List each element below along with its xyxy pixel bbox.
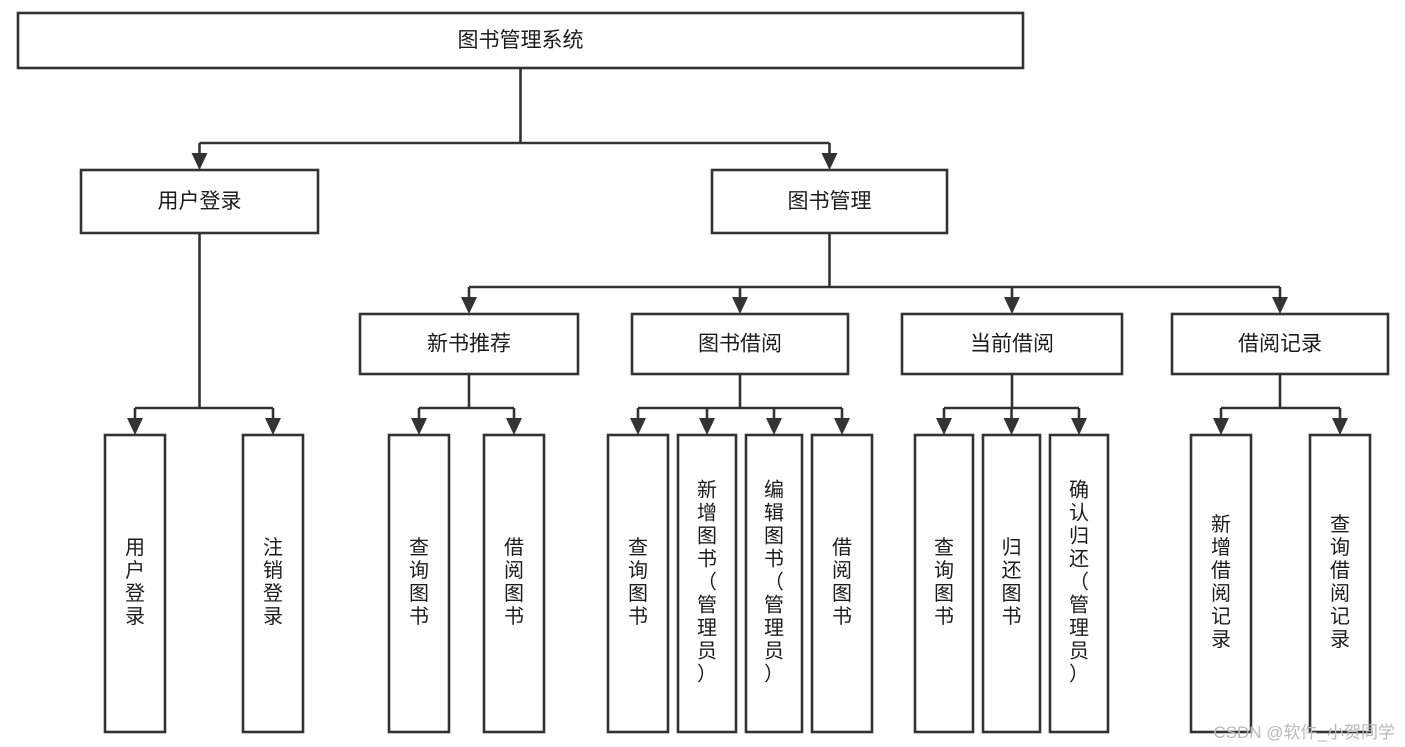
arrow-head-icon — [411, 418, 427, 435]
node-label-leaf13: 查询借阅记录 — [1330, 513, 1350, 651]
node-leaf13[interactable]: 查询借阅记录 — [1308, 433, 1372, 734]
node-box-leaf7 — [744, 433, 804, 734]
arrow-head-icon — [766, 418, 782, 435]
node-label-leaf6: 新增图书（管理员） — [697, 479, 717, 686]
node-box-records — [1170, 312, 1390, 376]
node-box-leaf3 — [387, 433, 451, 734]
node-leaf3[interactable]: 查询图书 — [387, 433, 451, 734]
node-leaf6[interactable]: 新增图书（管理员） — [676, 433, 738, 734]
arrow-head-icon — [1004, 297, 1020, 314]
arrow-head-icon — [506, 418, 522, 435]
connector-layer — [127, 68, 1348, 435]
arrow-head-icon — [936, 418, 952, 435]
arrow-head-icon — [127, 418, 143, 435]
arrow-head-icon — [1213, 418, 1229, 435]
arrow-head-icon — [1272, 297, 1288, 314]
node-box-borrow — [630, 312, 850, 376]
arrow-head-icon — [1003, 418, 1020, 435]
node-label-leaf11: 确认归还（管理员） — [1069, 479, 1089, 686]
node-leaf12[interactable]: 新增借阅记录 — [1189, 433, 1253, 734]
node-box-leaf8 — [810, 433, 874, 734]
node-leaf11[interactable]: 确认归还（管理员） — [1048, 433, 1110, 734]
node-label-bookmgmt: 图书管理 — [788, 190, 872, 213]
node-label-leaf5: 查询图书 — [628, 536, 648, 628]
node-leaf10[interactable]: 归还图书 — [981, 433, 1042, 734]
node-bookmgmt[interactable]: 图书管理 — [710, 168, 949, 235]
node-leaf5[interactable]: 查询图书 — [606, 433, 670, 734]
node-label-leaf9: 查询图书 — [934, 536, 954, 628]
node-box-leaf12 — [1189, 433, 1253, 734]
node-leaf2[interactable]: 注销登录 — [241, 433, 305, 734]
node-box-root — [16, 11, 1025, 70]
arrow-head-icon — [699, 418, 715, 435]
node-box-newbook — [358, 312, 580, 376]
node-label-borrow: 图书借阅 — [698, 333, 782, 356]
node-label-leaf8: 借阅图书 — [832, 536, 852, 628]
arrow-head-icon — [1071, 418, 1087, 435]
node-box-leaf11 — [1048, 433, 1110, 734]
node-leaf4[interactable]: 借阅图书 — [482, 433, 546, 734]
node-box-leaf5 — [606, 433, 670, 734]
node-label-leaf1: 用户登录 — [125, 537, 145, 628]
arrow-head-icon — [265, 418, 281, 435]
node-label-leaf2: 注销登录 — [263, 536, 283, 628]
arrow-head-icon — [821, 153, 838, 170]
node-label-root: 图书管理系统 — [458, 29, 584, 52]
node-label-leaf4: 借阅图书 — [504, 536, 524, 628]
node-label-newbook: 新书推荐 — [427, 333, 511, 356]
node-box-leaf1 — [103, 433, 167, 734]
node-box-leaf4 — [482, 433, 546, 734]
node-leaf8[interactable]: 借阅图书 — [810, 433, 874, 734]
node-box-bookmgmt — [710, 168, 949, 235]
node-root[interactable]: 图书管理系统 — [16, 11, 1025, 70]
arrow-head-icon — [461, 297, 477, 314]
node-label-leaf3: 查询图书 — [409, 536, 429, 628]
node-box-login — [79, 168, 320, 235]
arrow-head-icon — [834, 418, 850, 435]
arrow-head-icon — [630, 418, 646, 435]
arrow-head-icon — [1332, 418, 1348, 435]
node-box-leaf13 — [1308, 433, 1372, 734]
node-box-leaf9 — [913, 433, 975, 734]
node-borrow[interactable]: 图书借阅 — [630, 312, 850, 376]
node-leaf1[interactable]: 用户登录 — [103, 433, 167, 734]
node-box-current — [900, 312, 1124, 376]
node-login[interactable]: 用户登录 — [79, 168, 320, 235]
node-box-leaf2 — [241, 433, 305, 734]
arrow-head-icon — [191, 153, 208, 170]
arrow-head-icon — [732, 297, 748, 314]
node-label-leaf12: 新增借阅记录 — [1211, 513, 1231, 651]
node-label-leaf7: 编辑图书（管理员） — [764, 479, 784, 686]
node-box-leaf6 — [676, 433, 738, 734]
node-leaf7[interactable]: 编辑图书（管理员） — [744, 433, 804, 734]
node-layer: 图书管理系统用户登录图书管理新书推荐图书借阅当前借阅借阅记录用户登录注销登录查询… — [16, 11, 1390, 734]
node-newbook[interactable]: 新书推荐 — [358, 312, 580, 376]
node-current[interactable]: 当前借阅 — [900, 312, 1124, 376]
node-records[interactable]: 借阅记录 — [1170, 312, 1390, 376]
node-leaf9[interactable]: 查询图书 — [913, 433, 975, 734]
node-label-records: 借阅记录 — [1238, 333, 1322, 356]
node-box-leaf10 — [981, 433, 1042, 734]
node-label-login: 用户登录 — [158, 190, 242, 213]
node-label-leaf10: 归还图书 — [1002, 536, 1022, 628]
node-label-current: 当前借阅 — [970, 333, 1054, 356]
